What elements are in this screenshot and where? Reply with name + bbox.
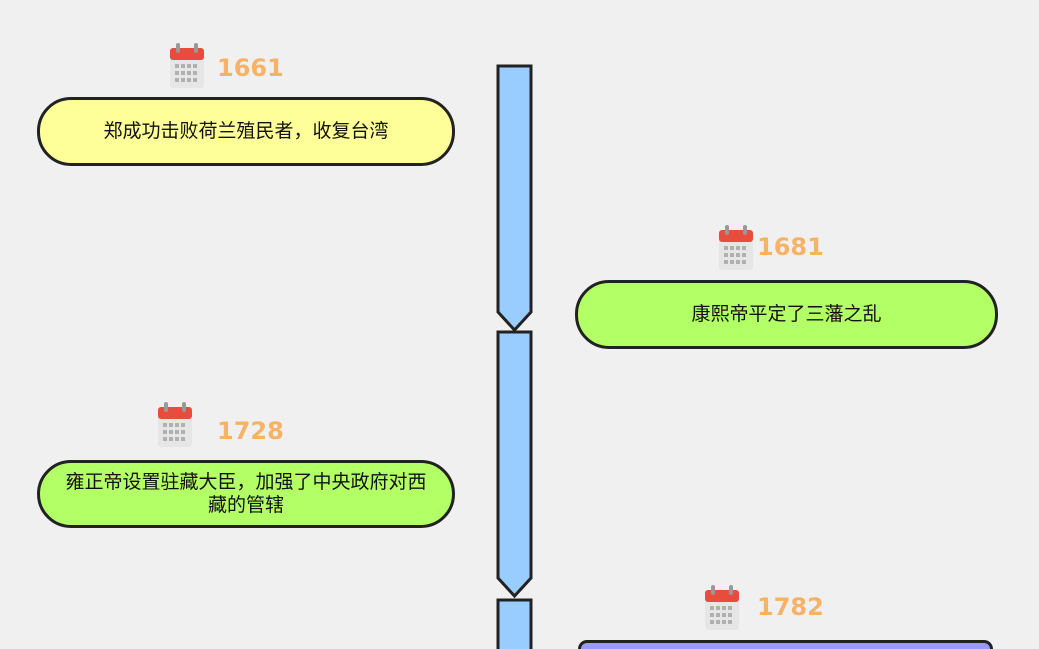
calendar-icon <box>705 585 739 630</box>
event-card-1681: 康熙帝平定了三藩之乱 <box>575 280 998 349</box>
timeline-spine <box>496 64 533 649</box>
event-card-1661: 郑成功击败荷兰殖民者，收复台湾 <box>37 97 455 166</box>
event-text: 康熙帝平定了三藩之乱 <box>691 303 882 325</box>
calendar-icon <box>719 225 753 270</box>
calendar-icon <box>158 402 192 447</box>
event-card-1782 <box>578 640 993 649</box>
event-text: 雍正帝设置驻藏大臣，加强了中央政府对西藏的管辖 <box>65 471 427 516</box>
event-year-1728: 1728 <box>217 417 284 445</box>
event-year-1782: 1782 <box>757 593 824 621</box>
event-card-1728: 雍正帝设置驻藏大臣，加强了中央政府对西藏的管辖 <box>37 460 455 528</box>
spine-segment-2 <box>496 330 533 599</box>
calendar-icon <box>170 43 204 88</box>
spine-segment-3 <box>496 598 533 649</box>
event-year-1661: 1661 <box>217 54 284 82</box>
event-year-1681: 1681 <box>757 233 824 261</box>
event-text: 郑成功击败荷兰殖民者，收复台湾 <box>103 120 389 142</box>
spine-segment-1 <box>496 64 533 333</box>
